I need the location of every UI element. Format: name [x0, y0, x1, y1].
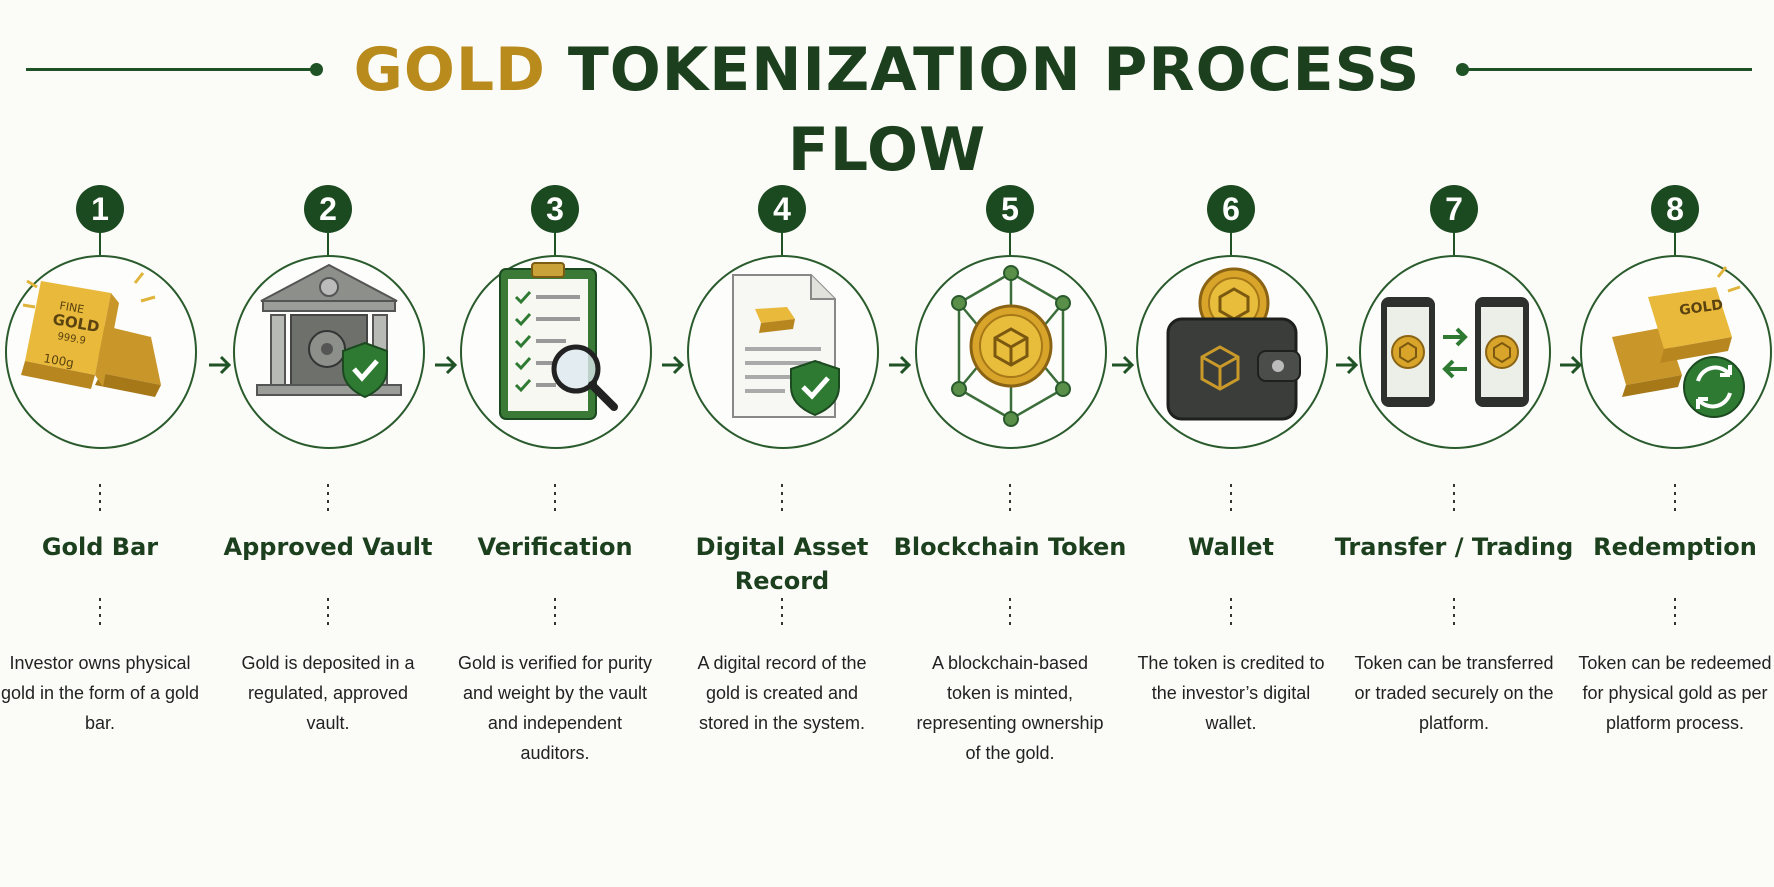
svg-text:100g: 100g [42, 351, 74, 370]
page-title: GOLD TOKENIZATION PROCESS FLOW [340, 30, 1434, 190]
dotted-connector [1453, 598, 1455, 628]
step-icon-circle [460, 255, 652, 449]
arrow-right-icon [1336, 355, 1359, 375]
arrow-right-icon [1112, 355, 1135, 375]
step-description: Investor owns physical gold in the form … [0, 653, 200, 733]
step-number-badge: 6 [1207, 185, 1255, 233]
wallet-icon [1166, 267, 1301, 421]
badge-connector [554, 233, 556, 255]
step-description: Token can be redeemed for physical gold … [1578, 653, 1772, 733]
badge-connector [1453, 233, 1455, 255]
title-line-left [26, 68, 316, 71]
checklist-magnifier-icon [499, 262, 618, 420]
step-number-badge: 5 [986, 185, 1034, 233]
step-7: 7 Transfer / Trading Token can be transf… [1335, 0, 1573, 887]
document-icon [732, 274, 840, 418]
dotted-connector [1230, 484, 1232, 514]
step-number-badge: 3 [531, 185, 579, 233]
step-description: Gold is verified for purity and weight b… [457, 653, 653, 763]
svg-text:FINE: FINE [58, 299, 85, 316]
title-gold-word: GOLD [353, 35, 546, 105]
step-number-badge: 8 [1651, 185, 1699, 233]
title-rest: TOKENIZATION PROCESS FLOW [567, 35, 1421, 185]
step-2: 2 Approved Vault Gold is deposited in a … [224, 0, 432, 887]
blockchain-token-icon [951, 265, 1071, 427]
step-label: Gold Bar [41, 533, 159, 561]
step-description: Gold is deposited in a regulated, approv… [241, 653, 415, 733]
dotted-connector [1009, 598, 1011, 628]
step-description: A digital record of the gold is created … [697, 653, 867, 733]
arrow-right-icon [209, 355, 232, 375]
step-8: 8 GOLD Redemption Token can be redeemed … [1575, 0, 1774, 887]
step-label: Transfer / Trading [1334, 533, 1574, 561]
vault-icon [256, 263, 402, 399]
step-icon-circle [1136, 255, 1328, 449]
step-icon-circle [1359, 255, 1551, 449]
dotted-connector [1009, 484, 1011, 514]
dotted-connector [327, 484, 329, 514]
step-6: 6 Wallet The token is credited to the in… [1131, 0, 1331, 887]
title-line-right [1462, 68, 1752, 71]
step-icon-circle: GOLD [1580, 255, 1772, 449]
title-row: GOLD TOKENIZATION PROCESS FLOW [0, 0, 1774, 185]
gold-bar-icon: FINE GOLD 999.9 100g [21, 272, 161, 397]
arrow-right-icon [889, 355, 912, 375]
dotted-connector [554, 484, 556, 514]
dotted-connector [554, 598, 556, 628]
step-label: Digital Asset Record [695, 533, 869, 595]
step-number-badge: 1 [76, 185, 124, 233]
phones-transfer-icon [1381, 297, 1529, 407]
step-label: Blockchain Token [893, 533, 1127, 561]
step-icon-circle [233, 255, 425, 449]
svg-text:999.9: 999.9 [56, 331, 86, 347]
title-dot-left [310, 63, 323, 76]
step-icon-circle [687, 255, 879, 449]
step-description: Token can be transferred or traded secur… [1354, 653, 1554, 733]
step-icon-circle: FINE GOLD 999.9 100g [5, 255, 197, 449]
redemption-icon: GOLD [1612, 266, 1745, 418]
badge-connector [1674, 233, 1676, 255]
step-3: 3 Verification Gold is verified for puri… [455, 0, 655, 887]
badge-connector [1009, 233, 1011, 255]
step-number-badge: 2 [304, 185, 352, 233]
dotted-connector [99, 484, 101, 514]
step-number-badge: 7 [1430, 185, 1478, 233]
dotted-connector [1674, 484, 1676, 514]
dotted-connector [781, 598, 783, 628]
step-5: 5 Blockchain Token A blockchain-based to… [894, 0, 1126, 887]
step-label: Verification [477, 533, 633, 561]
step-icon-circle [915, 255, 1107, 449]
badge-connector [327, 233, 329, 255]
arrow-right-icon [435, 355, 458, 375]
step-label: Redemption [1593, 533, 1757, 561]
svg-text:GOLD: GOLD [1678, 297, 1724, 319]
dotted-connector [99, 598, 101, 628]
dotted-connector [1674, 598, 1676, 628]
step-1: 1 FINE GOLD 999.9 100g Gold Bar Investor… [0, 0, 200, 887]
dotted-connector [1230, 598, 1232, 628]
step-description: The token is credited to the investor’s … [1137, 653, 1325, 733]
step-label: Wallet [1187, 533, 1274, 561]
step-description: A blockchain-based token is minted, repr… [916, 653, 1104, 763]
step-number-badge: 4 [758, 185, 806, 233]
badge-connector [781, 233, 783, 255]
dotted-connector [327, 598, 329, 628]
dotted-connector [781, 484, 783, 514]
step-label: Approved Vault [223, 533, 433, 561]
dotted-connector [1453, 484, 1455, 514]
arrow-right-icon [662, 355, 685, 375]
step-4: 4 Digital Asset Record A digital record … [682, 0, 882, 887]
badge-connector [1230, 233, 1232, 255]
badge-connector [99, 233, 101, 255]
